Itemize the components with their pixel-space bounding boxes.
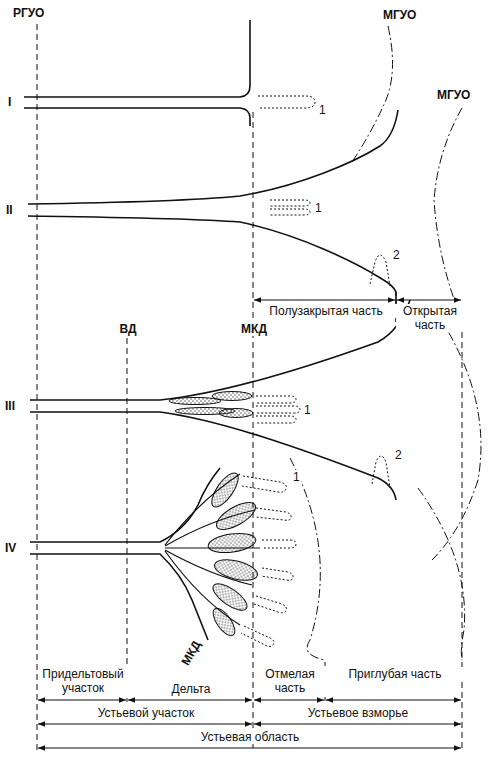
delta-island xyxy=(212,556,259,584)
section-label: Дельта xyxy=(130,682,252,696)
callout-number: 2 xyxy=(394,448,403,462)
section-label: Отмелая часть xyxy=(254,667,326,695)
river-bank xyxy=(24,20,410,640)
boundary-dashed-line xyxy=(37,24,38,752)
section-label: Открытая часть xyxy=(396,304,464,332)
callout-number: 1 xyxy=(303,403,312,417)
delta-branch xyxy=(165,551,240,625)
river-bank xyxy=(30,412,396,500)
boundary-dashdot-line xyxy=(434,108,462,320)
river-bank xyxy=(30,468,220,542)
callout-number: 1 xyxy=(292,470,301,484)
delta-island xyxy=(212,392,252,401)
section-label: Устьевой участок xyxy=(40,706,252,720)
section-label: Полузакрытая часть xyxy=(255,304,397,318)
dimension-arrow xyxy=(254,724,461,725)
row-number: I xyxy=(7,95,12,109)
sand-bar xyxy=(241,96,390,647)
delta-island xyxy=(207,531,257,556)
boundary-label: МКД xyxy=(235,322,273,336)
dimension-arrow xyxy=(254,300,395,301)
dimension-arrow xyxy=(38,748,461,749)
section-tick xyxy=(325,292,396,704)
delta-branch xyxy=(165,474,240,545)
delta-island xyxy=(219,409,253,418)
river-bank xyxy=(24,20,250,97)
sand-bar xyxy=(242,476,286,492)
boundary-dashdot-line xyxy=(290,26,481,660)
boundary-dashdot-line xyxy=(418,488,465,660)
boundary-label: МГУО xyxy=(382,8,417,22)
boundary-dashed-line xyxy=(462,322,463,752)
row-number: III xyxy=(4,399,16,413)
sand-bar xyxy=(372,456,390,488)
delta-branch xyxy=(165,474,260,625)
callout-number: 1 xyxy=(318,103,327,117)
dimension-arrow xyxy=(128,700,252,701)
sand-bar xyxy=(262,540,296,548)
boundary-dashed-line xyxy=(127,338,128,702)
sand-bar xyxy=(258,96,315,108)
sand-bar xyxy=(370,255,390,286)
sand-bar xyxy=(256,416,296,423)
row-number: IV xyxy=(4,541,17,555)
boundary-label: МГУО xyxy=(436,88,471,102)
sand-bar xyxy=(254,596,287,613)
section-label: Устьевая область xyxy=(99,730,401,744)
sand-bar xyxy=(261,568,293,580)
row-number: II xyxy=(5,203,14,217)
sand-bar xyxy=(270,200,310,206)
section-label: Приглубая часть xyxy=(327,667,463,681)
boundary-dashed-line xyxy=(253,112,254,752)
sand-bar xyxy=(256,396,296,403)
dimension-arrow xyxy=(397,300,461,301)
callout-number: 2 xyxy=(392,248,401,262)
sand-bar xyxy=(241,626,274,647)
boundary-dashed-line xyxy=(37,24,462,752)
river-bank xyxy=(30,300,410,400)
delta-island xyxy=(212,497,259,535)
sand-bar xyxy=(270,209,310,215)
dimension-arrow xyxy=(326,700,461,701)
river-bank xyxy=(24,108,250,126)
boundary-label: РГУО xyxy=(12,6,45,20)
delta-island xyxy=(169,398,221,405)
section-label: Придельтовый участок xyxy=(38,667,128,695)
boundary-label: ВД xyxy=(112,322,144,336)
boundary-dashdot-line xyxy=(290,458,325,660)
boundary-dashdot-line xyxy=(352,26,393,162)
section-label: Устьевое взморье xyxy=(255,706,461,720)
boundary-dashdot-line xyxy=(432,318,481,560)
dimension-arrow xyxy=(38,700,126,701)
delta-branch xyxy=(165,547,260,548)
sand-bar xyxy=(255,508,291,520)
river-bank xyxy=(30,554,208,640)
delta-island xyxy=(169,392,260,640)
callout-number: 1 xyxy=(314,201,323,215)
dimension-arrow xyxy=(38,724,252,725)
river-bank xyxy=(28,216,396,322)
boundary-label: МКД xyxy=(175,633,206,673)
dimension-arrow xyxy=(254,700,324,701)
river-bank xyxy=(28,110,398,204)
sand-bar xyxy=(256,406,300,413)
